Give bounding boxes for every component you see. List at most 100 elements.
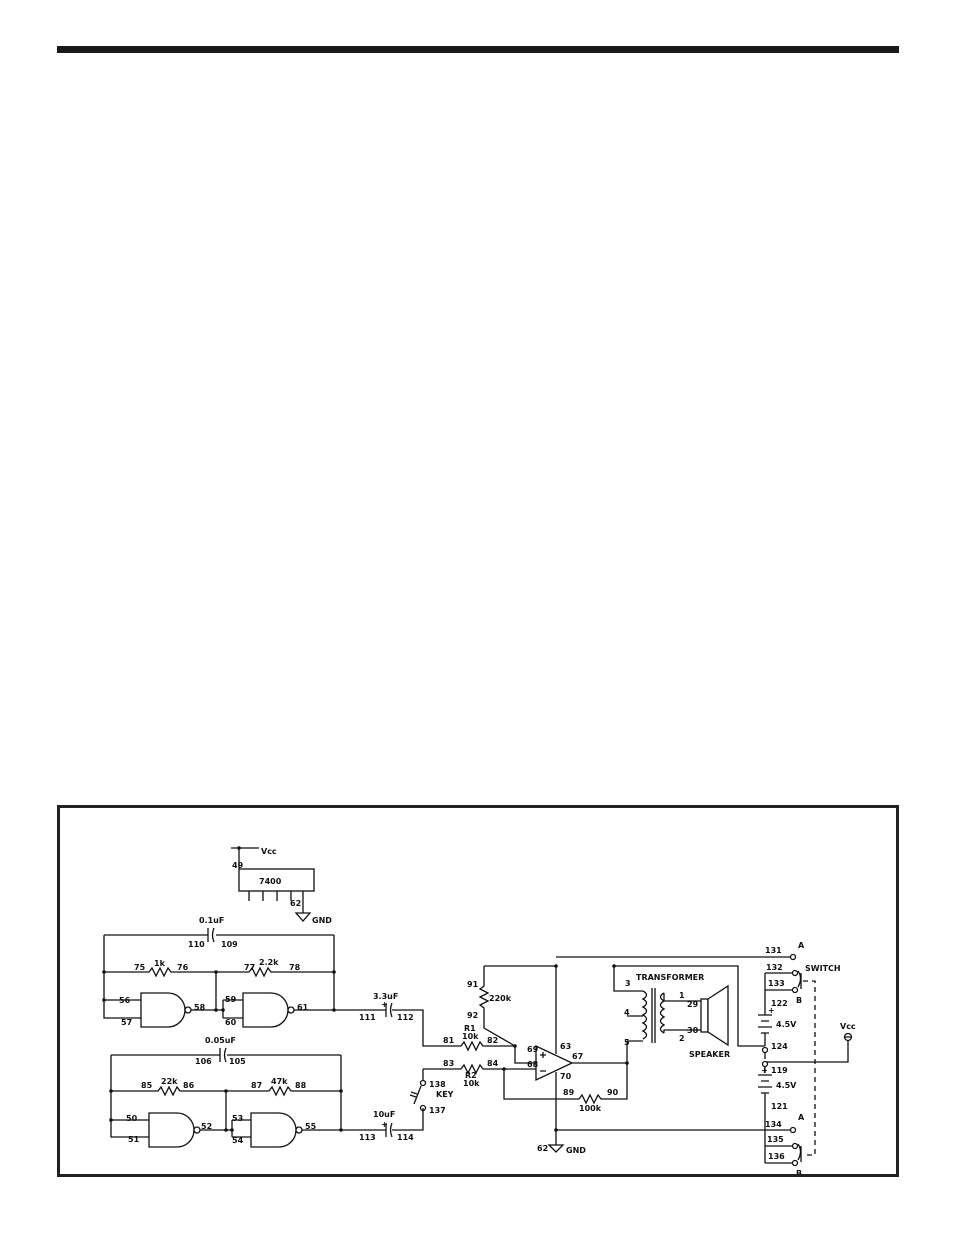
speaker-pin-29: 29: [687, 1000, 699, 1009]
top-rule: [57, 46, 899, 53]
speaker-icon: 29 30 SPEAKER: [687, 984, 730, 1059]
c1-plus: +: [381, 1000, 388, 1009]
osc1-g2-pin-b: 60: [225, 1018, 237, 1027]
rf-value: 100k: [579, 1104, 602, 1113]
bat2-plus: +: [761, 1066, 768, 1075]
key-pin-137: 137: [429, 1106, 446, 1115]
vcc-label: Vcc: [261, 847, 277, 856]
osc2-r2-pin-r: 88: [295, 1081, 307, 1090]
c2-plus: +: [381, 1120, 388, 1129]
c1-pin-r: 112: [397, 1013, 414, 1022]
rf-pin-r: 90: [607, 1088, 619, 1097]
bat1-plus: +: [768, 1006, 775, 1015]
osc2-r2-value: 47k: [271, 1077, 288, 1086]
r2-value: 10k: [463, 1079, 480, 1088]
oscillator-2: 0.05uF 106 105 85 22k 86 87 47k 88 50 51…: [109, 1036, 386, 1148]
transformer-label: TRANSFORMER: [636, 973, 704, 982]
speaker-label: SPEAKER: [689, 1050, 730, 1059]
switch-pin-135: 135: [767, 1135, 784, 1144]
gnd-label-top: GND: [312, 916, 332, 925]
osc2-g1-pin-b: 51: [128, 1135, 140, 1144]
switch-pin-131: 131: [765, 946, 782, 955]
osc2-cap-pin-l: 106: [195, 1057, 212, 1066]
speaker-pin-30: 30: [687, 1026, 699, 1035]
key-pin-138: 138: [429, 1080, 446, 1089]
rb-pin-bottom: 92: [467, 1011, 478, 1020]
rf-pin-l: 89: [563, 1088, 575, 1097]
amp-gnd-label: GND: [566, 1146, 586, 1155]
transformer-pin-5: 5: [624, 1038, 630, 1047]
pin-62-label: 62: [290, 899, 301, 908]
bat1-voltage: 4.5V: [776, 1020, 797, 1029]
r2-name: R2: [465, 1071, 477, 1080]
osc1-cap-pin-l: 110: [188, 940, 205, 949]
bat1-pin-124: 124: [771, 1042, 788, 1051]
osc1-g1-pin-out: 58: [194, 1003, 206, 1012]
switch-b-bottom: B: [796, 1169, 802, 1174]
r1-pin-r: 82: [487, 1036, 498, 1045]
osc2-cap-value: 0.05uF: [205, 1036, 236, 1045]
transformer-pin-3: 3: [625, 979, 631, 988]
c1-pin-l: 111: [359, 1013, 376, 1022]
circuit-schematic: Vcc 49 7400 62 GND 0.1uF 110 109 75 1k 7…: [102, 846, 856, 1174]
osc2-g1-pin-out: 52: [201, 1122, 212, 1131]
amp-gnd-pin: 62: [537, 1144, 548, 1153]
amplifier: R1 69 68 67 63 70 62 GND: [527, 964, 629, 1155]
osc1-g1-pin-b: 57: [121, 1018, 132, 1027]
c2-value: 10uF: [373, 1110, 395, 1119]
oscillator-1: 0.1uF 110 109 75 1k 76 77 2.2k 78 56 57 …: [102, 916, 386, 1028]
amp-pin-70: 70: [560, 1072, 572, 1081]
bat2-pin-119: 119: [771, 1066, 788, 1075]
schematic-frame: Vcc 49 7400 62 GND 0.1uF 110 109 75 1k 7…: [57, 805, 899, 1177]
osc1-r1-pin-r: 76: [177, 963, 189, 972]
switch-a-top: A: [798, 941, 805, 950]
osc1-cap-pin-r: 109: [221, 940, 238, 949]
osc1-cap-value: 0.1uF: [199, 916, 224, 925]
osc2-g2-pin-out: 55: [305, 1122, 317, 1131]
c2-pin-l: 113: [359, 1133, 376, 1142]
transformer: TRANSFORMER 3 4 5 1 2: [613, 966, 704, 1063]
amp-pin-63: 63: [560, 1042, 571, 1051]
pin-49-label: 49: [232, 861, 244, 870]
transformer-pin-2: 2: [679, 1034, 685, 1043]
rb-value: 220k: [489, 994, 512, 1003]
osc1-r1-value: 1k: [154, 959, 166, 968]
osc2-g2-pin-a: 53: [232, 1114, 243, 1123]
amp-pin-69: 69: [527, 1045, 539, 1054]
key-switch: 138 KEY 137: [409, 1068, 461, 1115]
rb-pin-top: 91: [467, 980, 479, 989]
osc1-g2-pin-a: 59: [225, 995, 237, 1004]
r2-pin-r: 84: [487, 1059, 499, 1068]
osc1-r2-pin-l: 77: [244, 963, 255, 972]
osc1-r1-pin-l: 75: [134, 963, 146, 972]
coupling-capacitors: 3.3uF + 111 112 10uF + 113 114: [359, 992, 461, 1142]
switch-pin-134: 134: [765, 1120, 782, 1129]
switch-label: SWITCH: [805, 964, 841, 973]
osc1-g2-pin-out: 61: [297, 1003, 309, 1012]
osc1-g1-pin-a: 56: [119, 996, 131, 1005]
c2-pin-r: 114: [397, 1133, 414, 1142]
amp-pin-68: 68: [527, 1060, 539, 1069]
switch-pin-132: 132: [766, 963, 783, 972]
key-label: KEY: [436, 1090, 454, 1099]
switch-a-bottom: A: [798, 1113, 805, 1122]
osc1-r2-pin-r: 78: [289, 963, 301, 972]
r2-pin-l: 83: [443, 1059, 454, 1068]
bat2-pin-121: 121: [771, 1102, 788, 1111]
r1-value: 10k: [462, 1032, 479, 1041]
bat1-pin-122: 122: [771, 999, 788, 1008]
osc2-r1-pin-r: 86: [183, 1081, 195, 1090]
r1-name: R1: [464, 1024, 476, 1033]
switch-b-top: B: [796, 996, 802, 1005]
osc1-r2-value: 2.2k: [259, 958, 279, 967]
osc2-r1-pin-l: 85: [141, 1081, 153, 1090]
amp-pin-67: 67: [572, 1052, 583, 1061]
power-section: 131 A 132 133 SWITCH B + 122 4.5V 124 Vc…: [556, 941, 856, 1174]
mixer-resistors: 81 R1 10k 82 83 R2 10k 84 91 220k 92 89 …: [443, 965, 628, 1113]
transformer-pin-1: 1: [679, 991, 685, 1000]
switch-pin-133: 133: [768, 979, 785, 988]
c1-value: 3.3uF: [373, 992, 398, 1001]
chip-label: 7400: [259, 877, 282, 886]
osc2-cap-pin-r: 105: [229, 1057, 246, 1066]
osc2-g1-pin-a: 50: [126, 1114, 138, 1123]
